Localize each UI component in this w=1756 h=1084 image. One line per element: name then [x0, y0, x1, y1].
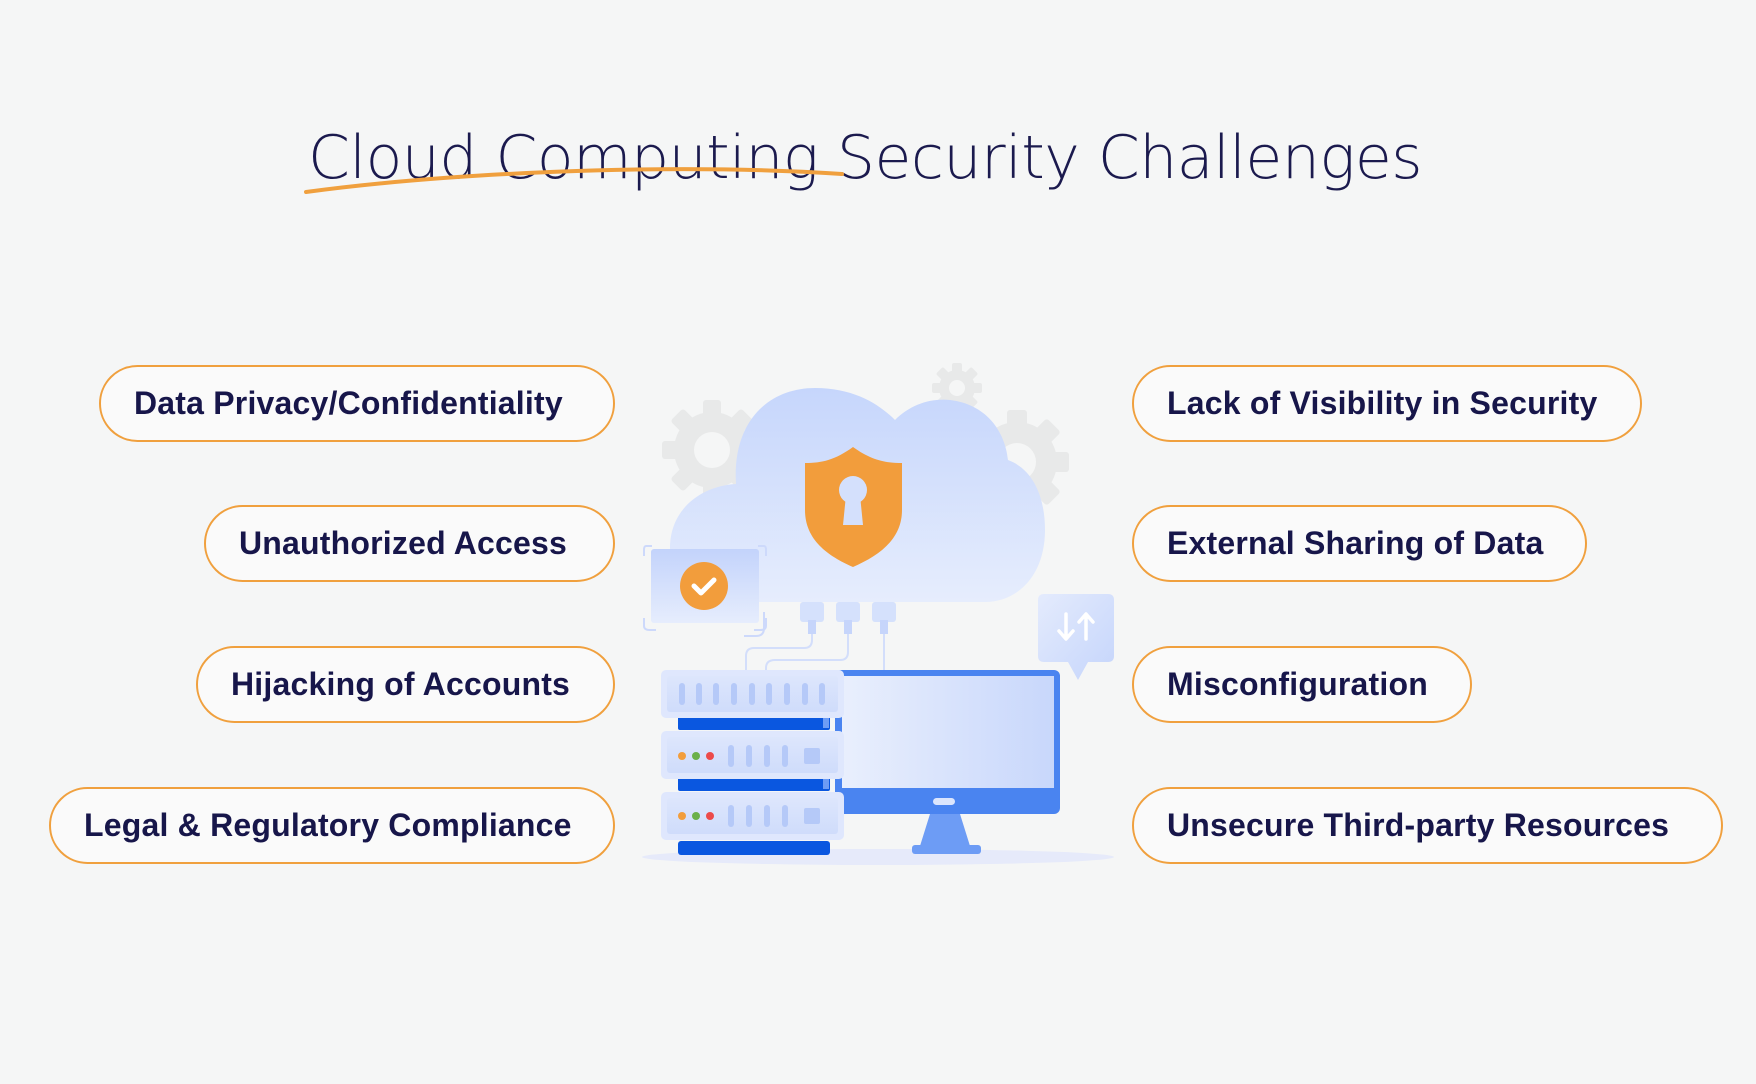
challenge-pill-data-privacy: Data Privacy/Confidentiality [99, 365, 615, 442]
server-rack-icon [661, 670, 844, 855]
data-transfer-icon [1038, 594, 1114, 680]
challenge-label: External Sharing of Data [1167, 525, 1544, 561]
challenge-label: Unauthorized Access [239, 525, 568, 561]
cables [744, 612, 885, 672]
challenge-label: Misconfiguration [1167, 666, 1428, 702]
challenge-pill-hijacking-accounts: Hijacking of Accounts [196, 646, 615, 723]
challenge-pill-misconfiguration: Misconfiguration [1132, 646, 1472, 723]
page-title: Cloud Computing Security Challenges [308, 123, 1423, 194]
challenge-label: Data Privacy/Confidentiality [134, 385, 563, 421]
cable-connectors [800, 602, 896, 634]
challenge-label: Hijacking of Accounts [231, 666, 571, 702]
challenge-pill-external-sharing: External Sharing of Data [1132, 505, 1587, 582]
challenge-pill-legal-compliance: Legal & Regulatory Compliance [49, 787, 615, 864]
monitor-icon [835, 670, 1060, 854]
challenge-label: Legal & Regulatory Compliance [84, 807, 572, 843]
challenge-pill-third-party-resources: Unsecure Third-party Resources [1132, 787, 1723, 864]
title-underline [304, 167, 844, 194]
shield-lock-icon [805, 447, 902, 567]
challenge-pill-lack-of-visibility: Lack of Visibility in Security [1132, 365, 1642, 442]
checkmark-card-icon [643, 545, 767, 631]
challenge-label: Unsecure Third-party Resources [1167, 807, 1670, 843]
challenge-label: Lack of Visibility in Security [1167, 385, 1598, 421]
challenge-pill-unauthorized-access: Unauthorized Access [204, 505, 615, 582]
